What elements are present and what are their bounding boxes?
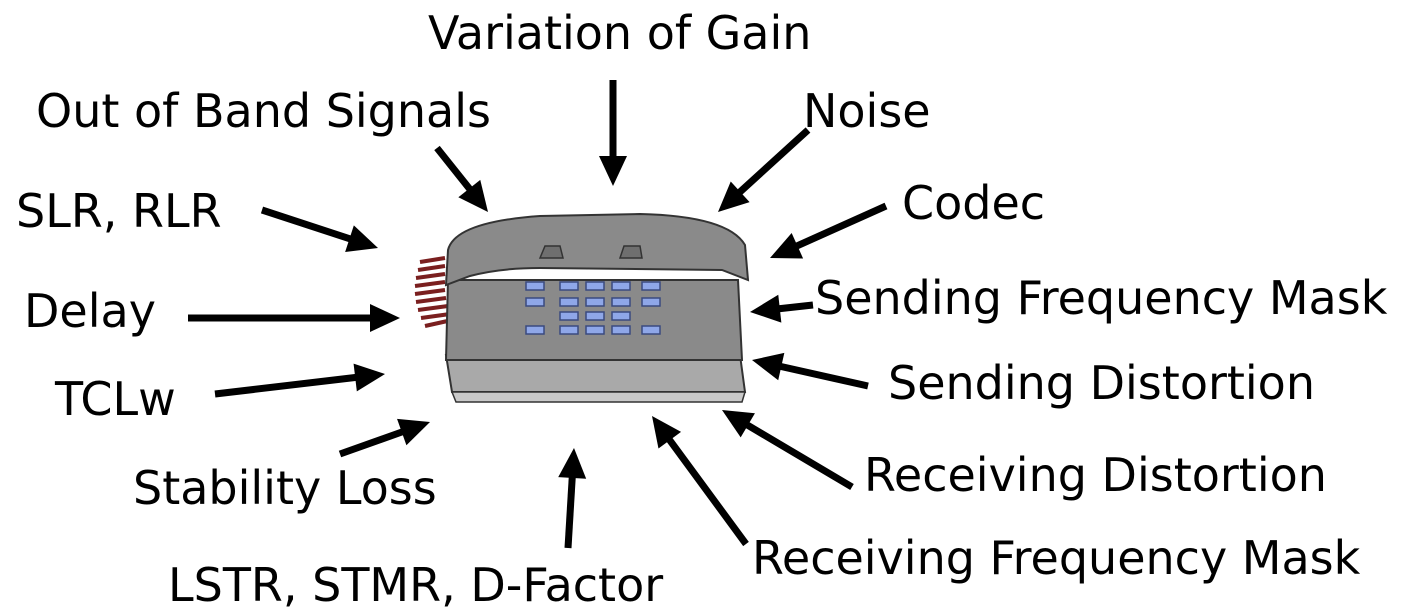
arrow-lstr-stmr-dfactor-head [558,448,587,479]
label-tclw: TCLw [55,372,176,426]
coiled-cord [414,256,453,328]
arrow-stability-loss-shaft [338,428,405,458]
arrow-sending-distortion-head [752,352,785,381]
arrow-out-of-band-signals [434,145,488,212]
arrow-codec-head [770,232,804,259]
arrow-delay-head [370,304,400,332]
arrow-slr-rlr-head [345,225,378,252]
arrow-slr-rlr [260,206,378,252]
label-stability-loss: Stability Loss [133,461,437,515]
arrow-receiving-frequency-mask-shaft [665,436,749,547]
label-lstr-stmr-dfactor: LSTR, STMR, D-Factor [168,558,664,612]
arrow-out-of-band-signals-head [458,179,488,212]
arrow-tclw [214,363,385,398]
label-variation-of-gain: Variation of Gain [428,6,812,60]
arrow-lstr-stmr-dfactor [558,448,587,549]
label-receiving-frequency-mask: Receiving Frequency Mask [752,531,1361,585]
label-sending-distortion: Sending Distortion [888,356,1315,410]
arrow-noise [718,127,811,212]
arrow-stability-loss-head [397,418,430,446]
label-sending-frequency-mask: Sending Frequency Mask [815,271,1388,325]
arrow-sending-frequency-mask [750,294,814,323]
arrow-delay [188,304,400,332]
arrow-out-of-band-signals-shaft [434,145,474,193]
arrow-codec [770,202,888,259]
arrow-variation-of-gain-head [599,156,627,186]
arrow-tclw-head [353,363,385,392]
label-delay: Delay [24,284,156,338]
label-out-of-band-signals: Out of Band Signals [36,84,491,138]
arrow-lstr-stmr-dfactor-shaft [564,475,576,549]
arrow-codec-shaft [794,202,888,250]
label-codec: Codec [902,176,1046,230]
arrow-receiving-frequency-mask [652,416,749,547]
label-receiving-distortion: Receiving Distortion [864,448,1327,502]
arrow-stability-loss [338,418,430,458]
label-noise: Noise [803,84,931,138]
arrows [188,80,888,549]
arrow-sending-frequency-mask-head [750,294,782,323]
arrow-receiving-frequency-mask-head [652,416,682,449]
arrow-noise-head [718,181,750,212]
arrow-sending-distortion [752,352,869,390]
keypad [525,281,661,335]
arrow-sending-distortion-shaft [778,362,869,390]
arrow-receiving-distortion-shaft [744,421,854,491]
arrow-receiving-distortion-head [722,410,755,438]
arrow-slr-rlr-shaft [260,206,353,243]
arrow-variation-of-gain [599,80,627,186]
arrow-noise-shaft [736,127,811,196]
telephone-icon [414,212,750,403]
label-slr-rlr: SLR, RLR [16,184,222,238]
arrow-tclw-shaft [214,373,358,398]
arrow-sending-frequency-mask-shaft [777,301,814,313]
arrow-receiving-distortion [722,410,854,491]
